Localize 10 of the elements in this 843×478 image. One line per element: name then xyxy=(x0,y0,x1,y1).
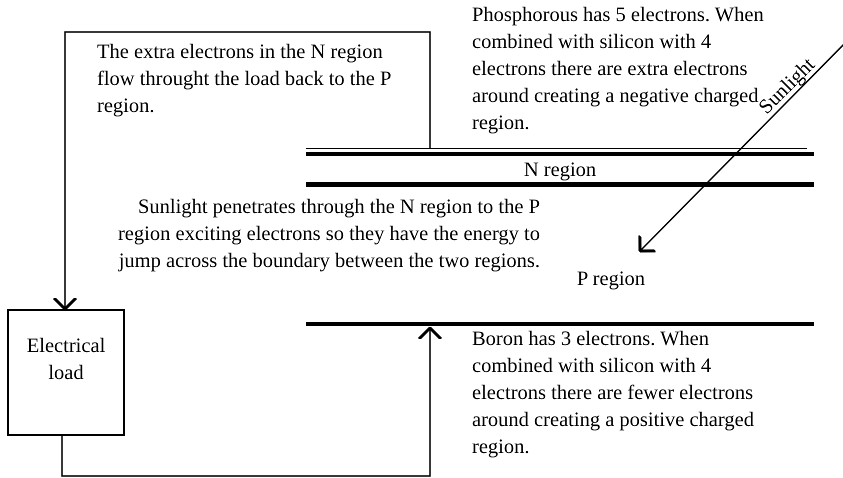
note-text: Sunlight penetrates through the N region to the P region exciting electrons so they have the energy to jump across the boundary between the two regions. xyxy=(116,195,540,274)
region-label: N region xyxy=(522,158,598,183)
note-text: Boron has 3 electrons. When combined with silicon with 4 electrons there are fewer electrons around creating a positive charged region. xyxy=(472,327,755,460)
region-label: P region xyxy=(576,267,646,292)
n-region-band xyxy=(306,152,814,187)
region-label: Electrical load xyxy=(26,334,106,386)
wire-arrow xyxy=(52,31,431,310)
note-text: The extra electrons in the N region flow throught the load back to the P region. xyxy=(97,40,392,119)
load-box xyxy=(7,309,125,436)
wire-arrow xyxy=(61,326,442,477)
